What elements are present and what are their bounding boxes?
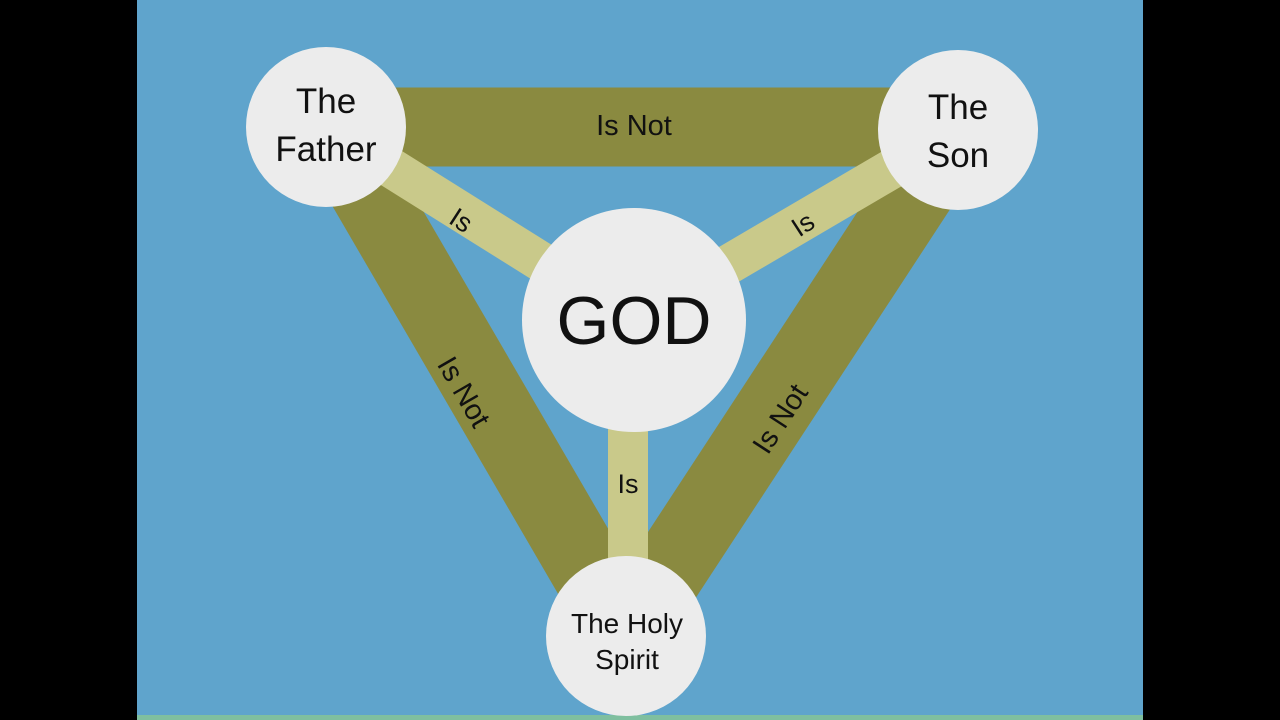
spirit-line-2: Spirit [595, 644, 659, 675]
bar-father-spirit [302, 115, 659, 655]
father-line-1: The [296, 82, 356, 121]
bottom-strip [137, 715, 1143, 720]
node-god [522, 208, 746, 432]
label-spirit-god: Is [617, 469, 638, 499]
god-label: GOD [557, 283, 712, 359]
son-line-2: Son [927, 136, 989, 175]
father-line-2: Father [275, 130, 376, 169]
label-father-son: Is Not [596, 110, 672, 142]
bar-son-spirit [594, 119, 982, 656]
node-spirit [546, 556, 706, 716]
node-father [246, 47, 406, 207]
spirit-line-1: The Holy [571, 608, 683, 639]
node-son [878, 50, 1038, 210]
son-line-1: The [928, 88, 988, 127]
